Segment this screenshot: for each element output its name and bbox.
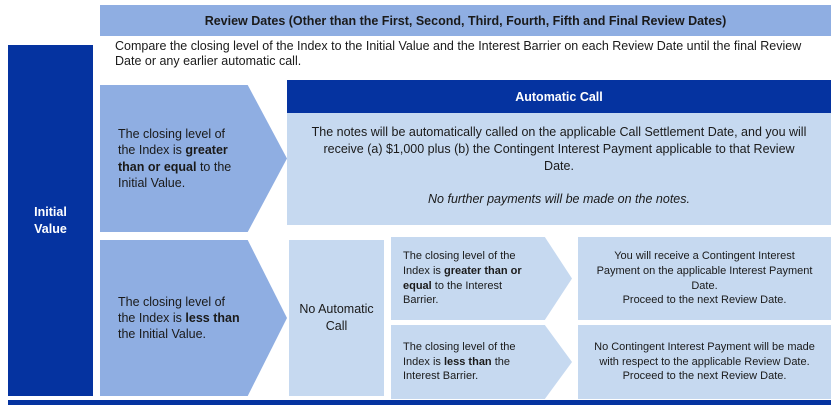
review-dates-title-bar: Review Dates (Other than the First, Seco… (100, 5, 831, 36)
condition-text-after: to the Initial Value. (118, 159, 232, 190)
bottom-divider-bar (8, 400, 831, 405)
automatic-call-description: The notes will be automatically called o… (311, 125, 807, 173)
outcome-text-no-contingent-payment: No Contingent Interest Payment will be m… (594, 340, 815, 383)
condition-text-below-interest-barrier: The closing level of the Index is less t… (391, 340, 535, 384)
automatic-call-body: The notes will be automatically called o… (287, 113, 831, 225)
condition-text-after: to the Interest Barrier. (403, 279, 503, 307)
condition-arrow-above-initial-value: The closing level of the Index is greate… (100, 85, 287, 232)
condition-text-before: The closing level of the Index is (403, 341, 516, 368)
condition-text-before: The closing level of the Index is (118, 294, 226, 325)
no-automatic-call-label: No Automatic Call (299, 302, 374, 333)
initial-value-label: Initial Value (34, 205, 67, 236)
condition-text-above-initial-value: The closing level of the Index is greate… (100, 126, 240, 191)
automatic-call-header-label: Automatic Call (515, 89, 603, 104)
condition-text-above-interest-barrier: The closing level of the Index is greate… (391, 249, 535, 307)
automatic-call-note: No further payments will be made on the … (428, 191, 690, 206)
condition-text-bold: less than (185, 310, 240, 325)
condition-arrow-above-interest-barrier: The closing level of the Index is greate… (391, 237, 572, 320)
condition-text-after: the Initial Value. (118, 327, 207, 342)
condition-text-bold: less than (443, 355, 492, 368)
condition-text-after: the Interest Barrier. (403, 355, 511, 383)
initial-value-box: Initial Value (8, 45, 93, 396)
condition-arrow-below-interest-barrier: The closing level of the Index is less t… (391, 325, 572, 399)
intro-text: Compare the closing level of the Index t… (115, 39, 802, 69)
no-automatic-call-box: No Automatic Call (289, 240, 384, 396)
outcome-box-no-contingent-payment: No Contingent Interest Payment will be m… (578, 325, 831, 399)
review-dates-title: Review Dates (Other than the First, Seco… (204, 13, 727, 28)
condition-arrow-below-initial-value: The closing level of the Index is less t… (100, 240, 287, 396)
condition-text-before: The closing level of the Index is (403, 250, 516, 277)
condition-text-bold: greater than or equal (403, 264, 522, 292)
automatic-call-header: Automatic Call (287, 80, 831, 113)
condition-text-below-initial-value: The closing level of the Index is less t… (100, 294, 240, 343)
condition-text-bold: greater than or equal (118, 143, 228, 174)
outcome-text-contingent-payment: You will receive a Contingent Interest P… (596, 249, 813, 307)
outcome-box-contingent-payment: You will receive a Contingent Interest P… (578, 237, 831, 320)
condition-text-before: The closing level of the Index is (118, 127, 226, 158)
